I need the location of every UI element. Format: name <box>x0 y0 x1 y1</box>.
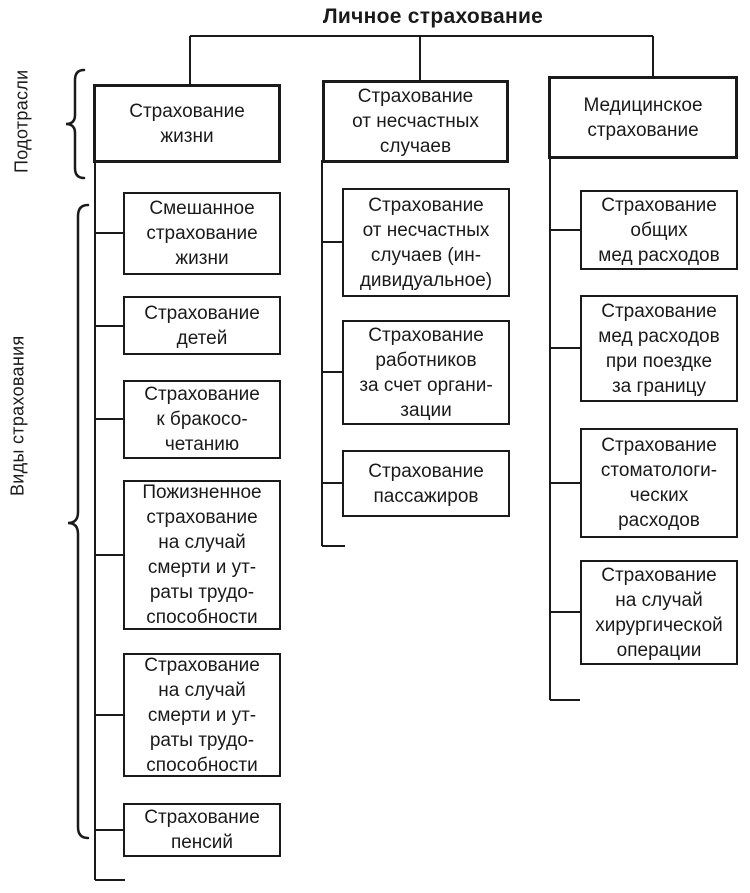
node-mixed-life-insurance: Смешанное страхование жизни <box>123 192 281 275</box>
diagram-title: Личное страхование <box>322 5 544 28</box>
node-life-insurance: Страхование жизни <box>93 84 281 163</box>
node-individual-accident-insurance: Страхование от несчастных случаев (ин- д… <box>342 188 510 297</box>
node-passengers-insurance: Страхование пассажиров <box>342 450 510 517</box>
node-accident-insurance: Страхование от несчастных случаев <box>322 80 509 163</box>
tree-connector-lines <box>94 35 654 881</box>
node-employees-insurance: Страхование работников за счет органи- з… <box>342 320 510 425</box>
side-label-types: Виды страхования <box>7 335 28 496</box>
types-brace <box>67 203 90 840</box>
side-label-subbranches: Подотрасли <box>11 69 32 173</box>
node-death-disability-insurance: Страхование на случай смерти и ут- раты … <box>123 653 281 777</box>
node-lifelong-death-disability-insurance: Пожизненное страхование на случай смерти… <box>123 480 281 630</box>
node-pension-insurance: Страхование пенсий <box>123 803 281 857</box>
node-surgery-insurance: Страхование на случай хирургической опер… <box>580 560 738 665</box>
node-travel-medical-expenses: Страхование мед расходов при поездке за … <box>580 295 738 402</box>
node-medical-insurance: Медицинское страхование <box>548 76 738 159</box>
node-dental-expenses: Страхование стоматологи- ческих расходов <box>580 428 738 538</box>
node-children-insurance: Страхование детей <box>123 296 281 355</box>
subbranches-brace <box>65 68 86 180</box>
node-marriage-insurance: Страхование к бракосо- четанию <box>123 380 281 459</box>
node-general-medical-expenses: Страхование общих мед расходов <box>580 190 738 270</box>
